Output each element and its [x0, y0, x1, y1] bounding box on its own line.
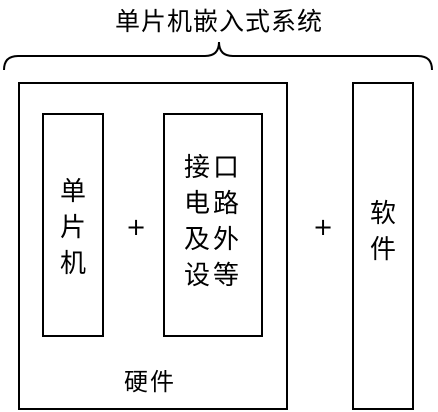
plus-sign: +: [313, 213, 334, 241]
mcu-label: 单 片 机: [42, 174, 104, 282]
top-brace: [3, 41, 433, 71]
mcu-label-char: 机: [59, 249, 86, 279]
plus-sign: +: [126, 213, 147, 241]
interface-peripherals-box: [163, 113, 263, 337]
hardware-label: 硬件: [124, 368, 176, 396]
mcu-label-char: 片: [59, 213, 86, 243]
software-label: 软 件: [352, 196, 414, 268]
software-label-char: 件: [369, 235, 396, 265]
diagram-title: 单片机嵌入式系统: [114, 7, 323, 36]
software-label-char: 软: [369, 199, 396, 229]
interface-line: 设等: [183, 261, 242, 291]
mcu-label-char: 单: [59, 177, 86, 207]
interface-line: 及外: [183, 225, 242, 255]
interface-line: 接口: [183, 153, 242, 183]
software-box: [352, 82, 414, 410]
interface-peripherals-label: 接口 电路 及外 设等: [163, 150, 263, 294]
interface-line: 电路: [183, 189, 242, 219]
mcu-box: [42, 113, 104, 337]
